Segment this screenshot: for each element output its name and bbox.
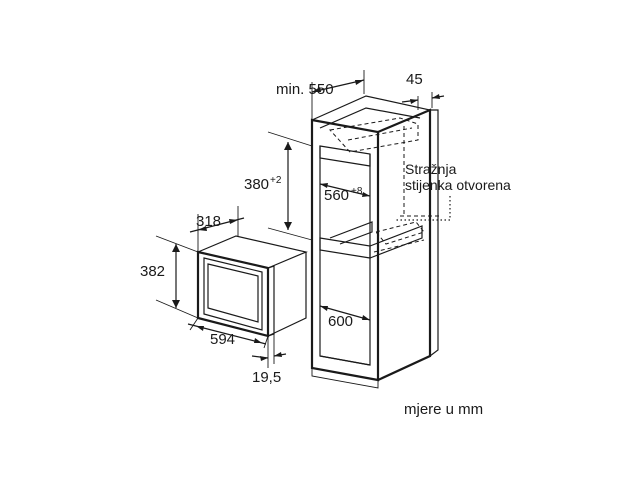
cabinet-inner-width-label: 600	[328, 313, 353, 330]
side-gap-label: 45	[406, 71, 423, 88]
back-wall-note: Stražnja stijenka otvorena	[396, 161, 511, 221]
microwave-oven	[196, 235, 308, 338]
dim-niche-width: 560 +8	[319, 183, 371, 204]
dim-front-panel: 19,5	[251, 334, 287, 386]
dim-side-gap: 45	[401, 71, 445, 110]
dim-niche-height: 380 +2	[244, 131, 313, 241]
niche-height-tolerance: +2	[270, 175, 282, 186]
cabinet-depth-label: min. 550	[276, 81, 334, 98]
dim-appliance-width: 594	[187, 317, 269, 349]
dim-cabinet-inner-width: 600	[319, 305, 371, 330]
appliance-depth-label: 318	[196, 213, 221, 230]
back-wall-note-line1: Stražnja	[405, 161, 457, 177]
front-panel-label: 19,5	[252, 369, 281, 386]
back-wall-note-line2: stijenka otvorena	[405, 177, 511, 193]
appliance-height-label: 382	[140, 263, 165, 280]
niche-width-label: 560	[324, 187, 349, 204]
dim-cabinet-depth: min. 550	[276, 70, 365, 120]
units-label: mjere u mm	[404, 401, 483, 418]
dim-appliance-depth: 318	[189, 206, 245, 252]
dim-appliance-height: 382	[140, 235, 199, 319]
tall-cabinet	[310, 95, 440, 389]
niche-width-tolerance: +8	[351, 186, 363, 197]
niche-height-label: 380	[244, 176, 269, 193]
appliance-width-label: 594	[210, 331, 235, 348]
